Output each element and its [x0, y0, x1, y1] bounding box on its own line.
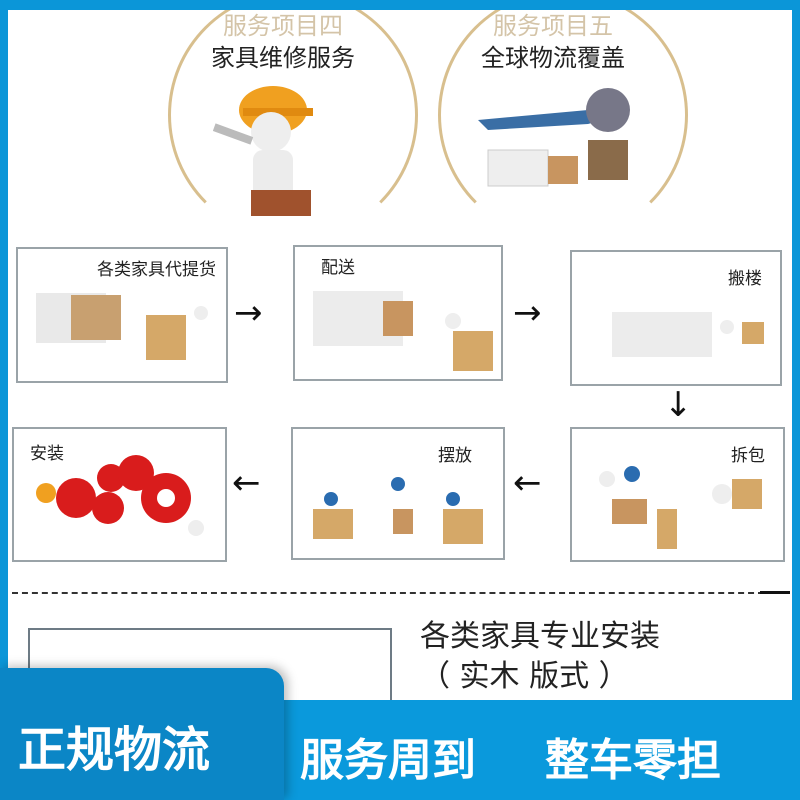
brand-tag-text: 正规物流	[18, 722, 211, 778]
step-placement: 摆放	[291, 427, 505, 560]
delivery-illustration	[313, 291, 493, 371]
arrow-right-icon: →	[234, 293, 263, 333]
divider-end	[760, 591, 790, 594]
arrow-left-icon: ←	[513, 463, 542, 503]
arrow-left-icon: ←	[232, 463, 261, 503]
arrow-right-icon: →	[513, 293, 542, 333]
install-heading: 各类家具专业安装	[420, 619, 660, 654]
step-label: 各类家具代提货	[97, 260, 216, 280]
step-label: 搬楼	[728, 269, 762, 289]
step-label: 拆包	[731, 446, 765, 466]
placement-illustration	[313, 477, 483, 544]
logistics-illustration	[478, 88, 630, 187]
gears-illustration	[36, 455, 204, 536]
step-unpack: 拆包	[570, 427, 785, 562]
brand-tag: 正规物流	[0, 668, 284, 800]
service-circle-5	[438, 10, 688, 240]
infographic-canvas: 服务项目四 家具维修服务 服务项目五 全球物流覆盖 各类家具代提货 → 配送 →…	[8, 10, 792, 800]
carry-illustration	[612, 312, 764, 357]
repairman-illustration	[213, 86, 313, 216]
arrow-down-icon: ↓	[664, 385, 693, 425]
service-4-title: 服务项目四	[223, 12, 343, 40]
service-4-subtitle: 家具维修服务	[211, 44, 355, 72]
step-carry-upstairs: 搬楼	[570, 250, 782, 386]
truck-pallet-illustration	[36, 293, 208, 360]
dashed-divider	[12, 592, 764, 594]
service-circle-4	[168, 10, 418, 240]
unpack-illustration	[599, 466, 762, 549]
install-materials: （ 实木 版式 ）	[420, 659, 629, 694]
step-label: 摆放	[438, 446, 472, 466]
service-5-subtitle: 全球物流覆盖	[481, 44, 625, 72]
service-5-title: 服务项目五	[493, 12, 613, 40]
step-pickup: 各类家具代提货	[16, 247, 228, 383]
step-install: 安装	[12, 427, 227, 562]
step-delivery: 配送	[293, 245, 503, 381]
slogan-freight: 整车零担	[545, 735, 721, 786]
slogan-service: 服务周到	[300, 735, 476, 786]
step-label: 安装	[30, 444, 64, 464]
step-label: 配送	[321, 258, 355, 278]
